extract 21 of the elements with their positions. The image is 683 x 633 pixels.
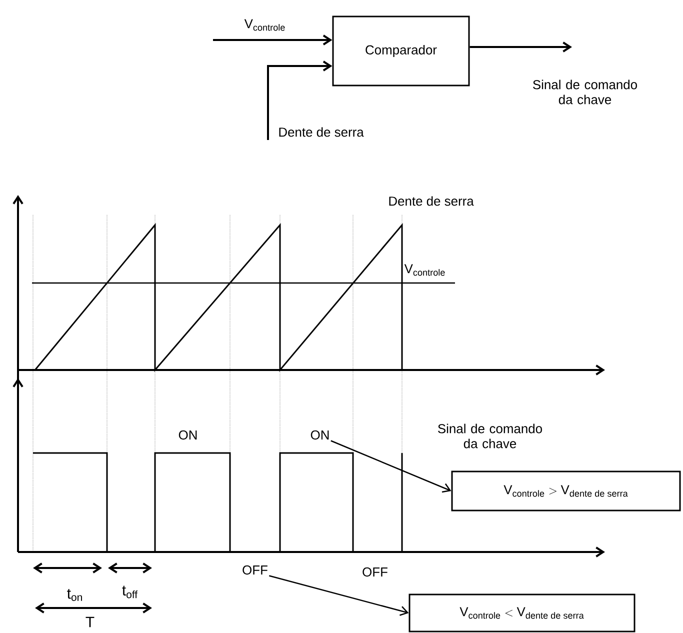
text-label: Dente de serra xyxy=(389,196,474,206)
text-label: ON xyxy=(310,430,329,440)
text-label: ON xyxy=(178,430,197,440)
text-label: OFF xyxy=(362,567,388,577)
text-label: V$_{controle}$ xyxy=(404,264,445,276)
comparator-box: Comparador xyxy=(332,16,470,86)
edge-label: V$_{controle}$ xyxy=(244,19,285,31)
arrow xyxy=(268,575,409,616)
arrow xyxy=(213,34,332,46)
arrow xyxy=(330,440,452,493)
text-label: T xyxy=(86,616,94,628)
text-label: t$_{off}$ xyxy=(122,586,138,598)
text-label: Sinal de comando da chave xyxy=(438,424,542,448)
arrow xyxy=(470,42,572,52)
condition-box: $\text{V}_{\text{controle}} > \text{V}_{\text{dente de serra}}$ xyxy=(451,470,681,512)
text-label: Dente de serra xyxy=(279,127,364,137)
text-label: OFF xyxy=(242,565,268,575)
arrow xyxy=(267,60,332,140)
text-label: Sinal de comando da chave xyxy=(533,80,637,104)
text-label: t$_{on}$ xyxy=(67,589,82,601)
condition-box: $\text{V}_{\text{controle}} < \text{V}_{\text{dente de serra}}$ xyxy=(408,594,636,632)
